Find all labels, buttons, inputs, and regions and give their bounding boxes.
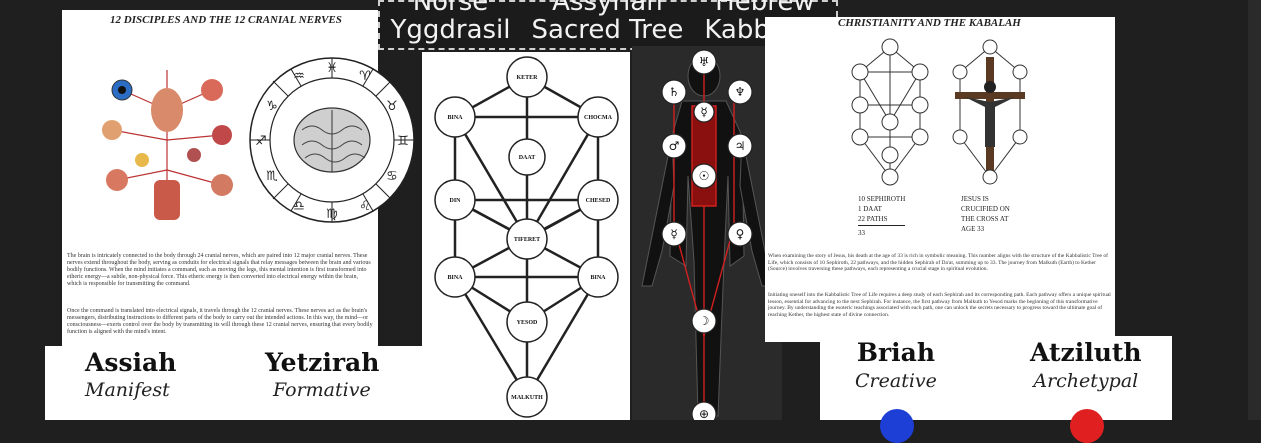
tree-of-life-icon [851,38,929,186]
bottom-right-label-strip: Briah Creative Atziluth Archetypal [820,336,1172,443]
atziluth-label: Atziluth Archetypal [1030,338,1142,392]
svg-text:♉: ♉ [386,99,398,114]
zodiac-wheel-icon: ♓ ♈ ♉ ♊ ♋ ♌ ♍ ♎ ♏ ♐ ♑ ♒ [249,57,415,223]
right-panel-title: CHRISTIANITY AND THE KABALAH [838,17,1021,29]
label-assyrian: Assyrian Sacred Tree [531,0,684,45]
caption-sephiroth: 10 SEPHIROTH 1 DAAT 22 PATHS 33 [858,195,906,237]
svg-text:♒: ♒ [293,69,305,84]
svg-text:♑: ♑ [266,99,278,114]
node-malkuth: MALKUTH [511,395,543,401]
assiah-label: Assiah Manifest [85,348,177,401]
node-din: DIN [449,198,461,204]
node-daat: DAAT [519,155,536,161]
right-panel: CHRISTIANITY AND THE KABALAH [765,17,1115,342]
svg-text:♓: ♓ [326,61,338,76]
svg-text:♌: ♌ [359,199,371,214]
left-paragraph-1: The brain is intricately connected to th… [67,253,371,287]
right-paragraph-2: Initiating oneself into the Kabbalistic … [768,292,1111,318]
brain-icon [293,107,371,173]
svg-text:♎: ♎ [293,199,305,214]
svg-text:♊: ♊ [397,134,409,149]
svg-text:♀: ♀ [736,227,745,241]
label-norse: Norse Yggdrasil [390,0,511,45]
svg-text:♆: ♆ [735,85,746,99]
right-edge-strip [1248,0,1261,420]
svg-text:☿: ☿ [700,105,707,119]
tree-of-life-diagram: KETER BINA CHOCMA DAAT DIN CHESED TIFERE… [434,56,619,418]
left-paragraph-2: Once the command is translated into elec… [67,308,373,335]
node-chesed: CHESED [586,198,611,204]
caption-jesus: JESUS IS CRUCIFIED ON THE CROSS AT AGE 3… [961,195,1010,233]
briah-label: Briah Creative [855,338,937,392]
node-bina-upper: BINA [447,115,463,121]
svg-text:♋: ♋ [386,169,398,184]
red-dot-icon [1070,409,1104,443]
cranial-nerves-illustration [102,70,233,220]
right-paragraph-1: When examining the story of Jesus, his d… [768,253,1108,272]
node-bina-left: BINA [447,275,463,281]
tree-tradition-labels: Norse Yggdrasil Assyrian Sacred Tree Heb… [378,0,838,50]
svg-text:☿: ☿ [670,227,677,241]
blue-dot-icon [880,409,914,443]
svg-text:♏: ♏ [266,169,278,184]
anatomy-figure-icon: ♅ ♄ ♆ ☿ ♂ ♃ ☉ ☿ ♀ ☽ ⊕ [632,46,782,420]
svg-text:♅: ♅ [699,55,710,69]
svg-text:♃: ♃ [735,139,746,153]
svg-text:☽: ☽ [699,314,710,328]
svg-text:♍: ♍ [326,207,338,222]
node-keter: KETER [516,75,538,81]
left-panel-title: 12 DISCIPLES AND THE 12 CRANIAL NERVES [110,14,342,26]
yetzirah-label: Yetzirah Formative [265,348,380,401]
crucifix-icon [952,39,1028,185]
svg-text:☉: ☉ [699,169,710,183]
bottom-left-label-strip: Assiah Manifest Yetzirah Formative [45,346,423,420]
node-yesod: YESOD [517,320,538,326]
svg-text:♈: ♈ [359,69,371,84]
svg-text:♂: ♂ [669,139,680,153]
svg-text:♄: ♄ [669,85,680,99]
svg-text:♐: ♐ [255,134,267,149]
node-tiferet: TIFERET [514,237,540,243]
node-chocma: CHOCMA [584,115,613,121]
svg-text:⊕: ⊕ [699,407,709,420]
node-bina-right: BINA [590,275,606,281]
